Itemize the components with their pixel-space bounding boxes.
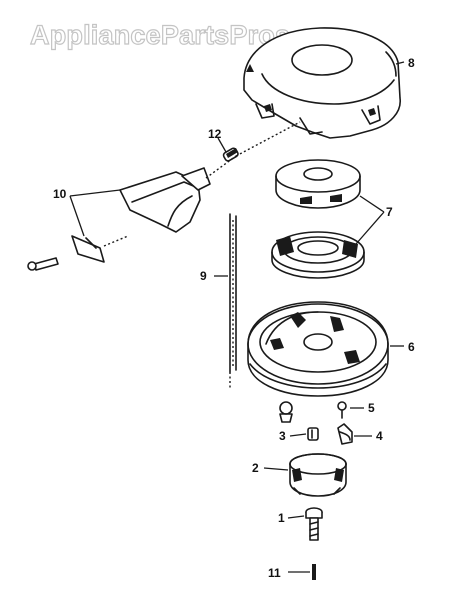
- recoil-spring-cup: [275, 159, 361, 209]
- callouts: 8 12 10 7 9 6 5 4 3 2 1 11: [53, 56, 415, 580]
- callout-11: 11: [268, 566, 281, 580]
- pawl-retainer-cup: [289, 453, 347, 497]
- starter-pulley: [247, 301, 389, 397]
- callout-5: 5: [368, 401, 375, 415]
- pawl-spring: [337, 423, 353, 445]
- pawl: [307, 427, 319, 441]
- callout-3: 3: [279, 429, 286, 443]
- retainer-screw: [279, 401, 347, 423]
- leader-lines: [69, 61, 405, 573]
- callout-2: 2: [252, 461, 259, 475]
- callout-1: 1: [278, 511, 285, 525]
- small-pin: [312, 564, 316, 580]
- center-bolt: [305, 507, 323, 541]
- callout-4: 4: [376, 429, 383, 443]
- callout-6: 6: [408, 340, 415, 354]
- callout-10: 10: [53, 187, 67, 201]
- callout-9: 9: [200, 269, 207, 283]
- callout-7: 7: [386, 205, 393, 219]
- callout-12: 12: [208, 127, 222, 141]
- callout-8: 8: [408, 56, 415, 70]
- recoil-spring: [271, 231, 365, 279]
- starter-rope: [229, 213, 237, 388]
- starter-housing: [243, 27, 401, 139]
- starter-handle: [27, 121, 301, 271]
